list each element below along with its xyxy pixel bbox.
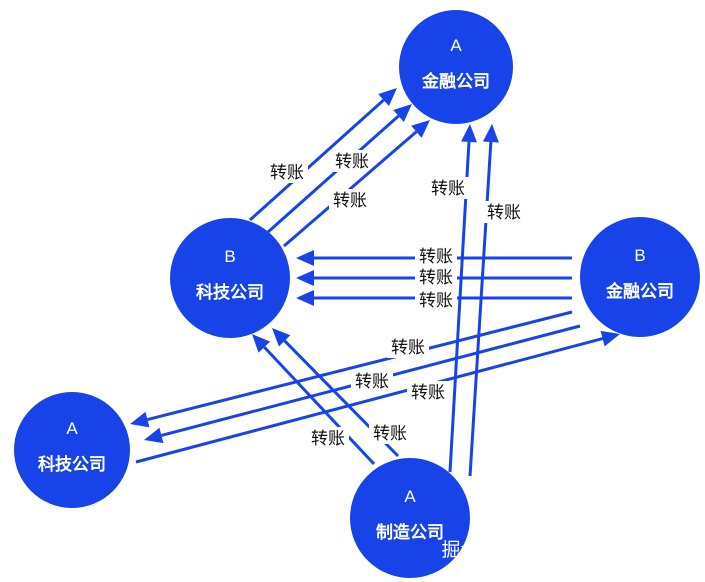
edge-label-background xyxy=(266,161,308,183)
transfer-edge: 转账 xyxy=(296,289,572,311)
edge-label: 转账 xyxy=(431,179,465,199)
transfer-edge: 转账 xyxy=(252,334,376,466)
transfer-edge: 转账 xyxy=(296,245,572,267)
node-circle[interactable] xyxy=(350,458,470,578)
arrowhead-icon xyxy=(460,124,477,143)
arrowhead-icon xyxy=(296,270,314,286)
company-node[interactable]: B 金融公司 xyxy=(580,217,700,337)
node-circle[interactable] xyxy=(580,217,700,337)
node-name: 科技公司 xyxy=(38,454,106,475)
edge-label-background xyxy=(329,189,371,211)
node-name: 金融公司 xyxy=(421,71,490,92)
transfer-edge: 转账 xyxy=(130,310,573,428)
arrowhead-icon xyxy=(144,427,164,444)
edge-label-background xyxy=(483,201,525,223)
watermark-text: 掘金技术社区 @ 蜀天梦图 xyxy=(441,539,662,561)
edge-label-background xyxy=(415,266,457,288)
edge-label: 转账 xyxy=(411,383,445,403)
edge-label: 转账 xyxy=(373,424,407,444)
edge-line xyxy=(468,141,493,477)
edge-label: 转账 xyxy=(333,191,367,211)
node-letter: A xyxy=(404,487,416,506)
node-name: 金融公司 xyxy=(605,281,674,302)
node-circle[interactable] xyxy=(399,10,513,124)
edge-line xyxy=(267,114,400,234)
edge-label: 转账 xyxy=(487,203,521,223)
company-node[interactable]: A 金融公司 xyxy=(399,10,513,124)
edge-label-background xyxy=(427,177,469,199)
edge-line xyxy=(135,337,603,464)
edge-label: 转账 xyxy=(419,291,453,311)
company-node[interactable]: B 科技公司 xyxy=(170,218,290,338)
edge-label: 转账 xyxy=(270,163,304,183)
arrowhead-icon xyxy=(482,124,499,143)
edge-line xyxy=(263,346,376,466)
transfer-edge: 转账 xyxy=(135,330,620,464)
arrowhead-icon xyxy=(411,120,430,138)
edge-label: 转账 xyxy=(311,429,345,449)
transfer-edge: 转账 xyxy=(468,124,525,477)
arrowhead-icon xyxy=(272,328,291,347)
arrowhead-icon xyxy=(296,290,314,306)
edge-label: 转账 xyxy=(335,152,369,172)
edge-label-background xyxy=(307,427,349,449)
arrowhead-icon xyxy=(378,88,397,106)
edge-label-background xyxy=(387,336,429,358)
node-letter: B xyxy=(634,246,645,265)
edge-label-background xyxy=(415,289,457,311)
edge-label-background xyxy=(407,381,449,403)
transfer-edge: 转账 xyxy=(427,124,477,473)
node-circle[interactable] xyxy=(14,392,130,508)
arrowhead-icon xyxy=(252,334,271,353)
node-name: 科技公司 xyxy=(196,282,264,303)
arrowhead-icon xyxy=(130,411,150,428)
edge-label-background xyxy=(415,245,457,267)
transfer-edge: 转账 xyxy=(272,328,411,458)
node-letter: B xyxy=(224,247,235,266)
edge-label-background xyxy=(331,150,373,172)
transfer-edge: 转账 xyxy=(248,88,397,222)
node-name: 制造公司 xyxy=(376,522,444,543)
node-circle[interactable] xyxy=(170,218,290,338)
edges-layer: 转账转账转账转账转账转账转账转账转账转账转账转账转账 xyxy=(130,88,620,477)
edge-line xyxy=(147,310,573,422)
arrowhead-icon xyxy=(600,330,620,347)
edge-label: 转账 xyxy=(355,372,389,392)
arrowhead-icon xyxy=(393,104,412,122)
company-node[interactable]: A 科技公司 xyxy=(14,392,130,508)
edge-label: 转账 xyxy=(419,247,453,267)
node-letter: A xyxy=(66,419,78,438)
edge-label-background xyxy=(369,422,411,444)
node-letter: A xyxy=(450,36,462,55)
edge-line xyxy=(248,98,385,222)
nodes-layer: A 金融公司 B 科技公司 B 金融公司 A 科技公司 A 制造公司 xyxy=(14,10,700,578)
transfer-edge: 转账 xyxy=(283,120,430,248)
transfer-edge: 转账 xyxy=(296,266,572,288)
edge-label: 转账 xyxy=(419,268,453,288)
arrowhead-icon xyxy=(296,250,314,266)
transfer-edge: 转账 xyxy=(144,324,581,444)
edge-label: 转账 xyxy=(391,338,425,358)
transfer-edge: 转账 xyxy=(267,104,412,234)
edge-label-background xyxy=(351,370,393,392)
company-node[interactable]: A 制造公司 xyxy=(350,458,470,578)
edge-line xyxy=(283,130,418,248)
